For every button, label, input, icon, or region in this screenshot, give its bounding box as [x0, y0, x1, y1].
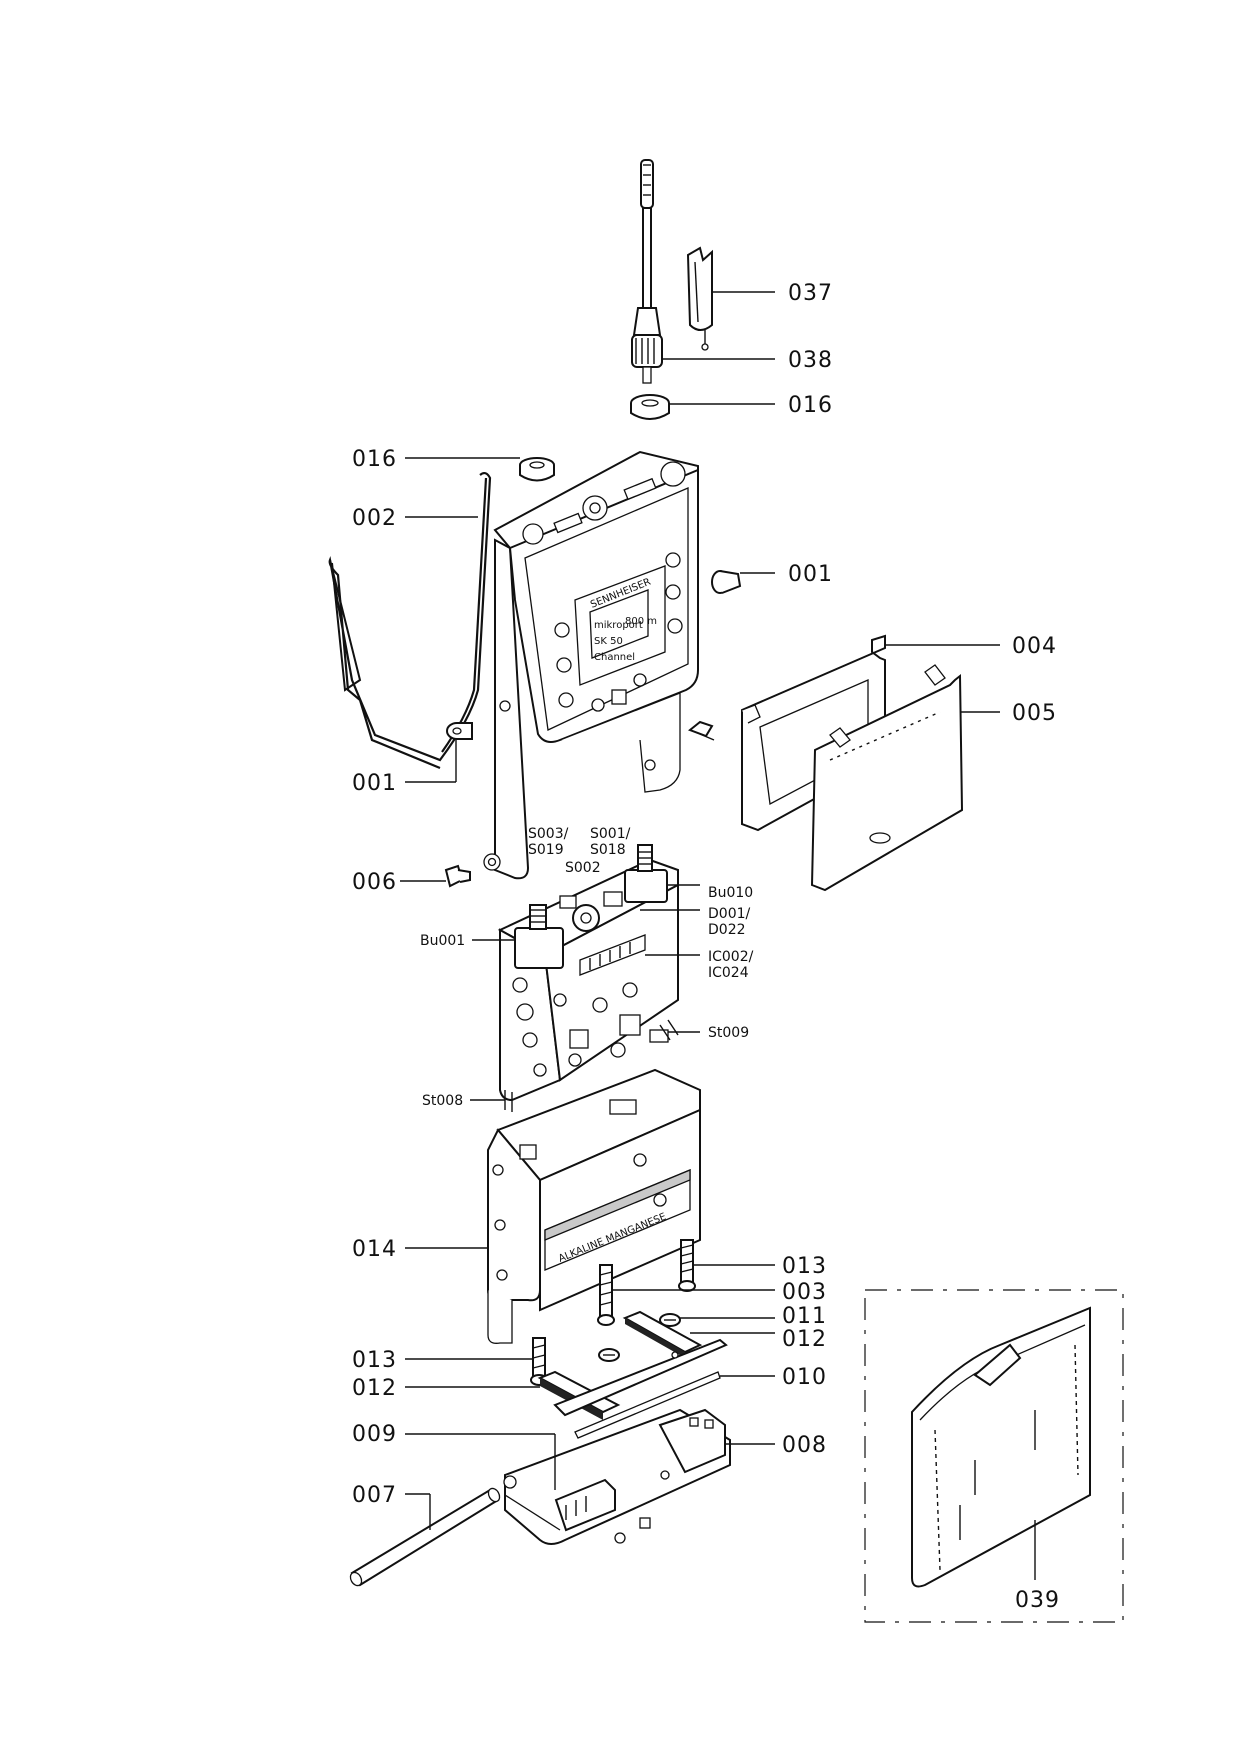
- pcb-assembly: [497, 844, 679, 1112]
- label-039: 039: [1015, 1588, 1060, 1613]
- label-016-top: 016: [788, 393, 833, 418]
- pouch-inset-frame: [864, 1289, 1124, 1623]
- label-s003-s019-b: S019: [528, 842, 564, 858]
- label-038: 038: [788, 348, 833, 373]
- label-d001-d022-b: D022: [708, 922, 746, 938]
- plate-part-010: [553, 1338, 728, 1439]
- leader-lines: [400, 291, 1036, 1580]
- label-005: 005: [1012, 701, 1057, 726]
- label-012-left: 012: [352, 1376, 397, 1401]
- gasket-frame-part-004: [741, 634, 886, 832]
- pad-part-012-right: [622, 1310, 703, 1358]
- pouch-part-039: [911, 1306, 1091, 1588]
- label-003: 003: [782, 1280, 827, 1305]
- screw-small-housing: [688, 720, 715, 741]
- label-d001-d022-a: D001/: [708, 906, 751, 922]
- label-014: 014: [352, 1237, 397, 1262]
- label-012-right: 012: [782, 1327, 827, 1352]
- label-st008: St008: [422, 1093, 463, 1109]
- label-001-right: 001: [788, 562, 833, 587]
- transmitter-housing: SENNHEISER mikroport SK 50 800 m Channel: [493, 450, 699, 793]
- label-007: 007: [352, 1483, 397, 1508]
- label-006: 006: [352, 870, 397, 895]
- label-s002: S002: [565, 860, 601, 876]
- label-s003-s019-a: S003/: [528, 826, 569, 842]
- antenna-part-038: [631, 159, 663, 384]
- label-002: 002: [352, 506, 397, 531]
- label-ic002-ic024-a: IC002/: [708, 949, 754, 965]
- battery-cover-part-005: [810, 664, 964, 892]
- housing-side-strip: [483, 538, 530, 880]
- label-037: 037: [788, 281, 833, 306]
- clip-part-037: [686, 246, 713, 351]
- label-011: 011: [782, 1304, 827, 1329]
- screw-part-001-left: [446, 722, 473, 740]
- battery-chassis-part-014: ALKALINE MANGANESE: [487, 1068, 701, 1344]
- label-st009: St009: [708, 1025, 749, 1041]
- label-s001-s018-a: S001/: [590, 826, 631, 842]
- screw-part-013-left: [530, 1337, 548, 1386]
- series-marking: mikroport: [594, 620, 643, 631]
- label-001-left: 001: [352, 771, 397, 796]
- nut-part-016-left: [519, 457, 555, 482]
- screw-part-006: [444, 864, 471, 888]
- label-s001-s018-b: S018: [590, 842, 626, 858]
- wire-bail-part-002: [328, 471, 492, 770]
- label-009: 009: [352, 1422, 397, 1447]
- label-004: 004: [1012, 634, 1057, 659]
- bottom-base: [503, 1408, 731, 1545]
- screw-part-001-right: [711, 570, 742, 594]
- screw-part-003: [597, 1264, 615, 1326]
- label-ic002-ic024-b: IC024: [708, 965, 749, 981]
- freq-marking: 800 m: [625, 616, 657, 627]
- model-marking: SK 50: [594, 636, 623, 647]
- rod-part-007: [349, 1487, 501, 1587]
- screw-part-011: [598, 1313, 681, 1362]
- channel-marking: Channel: [594, 652, 635, 663]
- label-bu010: Bu010: [708, 885, 753, 901]
- nut-part-016-top: [630, 394, 670, 420]
- label-bu001: Bu001: [420, 933, 465, 949]
- label-016-left: 016: [352, 447, 397, 472]
- screw-part-013-right: [678, 1239, 696, 1292]
- label-010: 010: [782, 1365, 827, 1390]
- label-013-right: 013: [782, 1254, 827, 1279]
- label-008: 008: [782, 1433, 827, 1458]
- label-013-left: 013: [352, 1348, 397, 1373]
